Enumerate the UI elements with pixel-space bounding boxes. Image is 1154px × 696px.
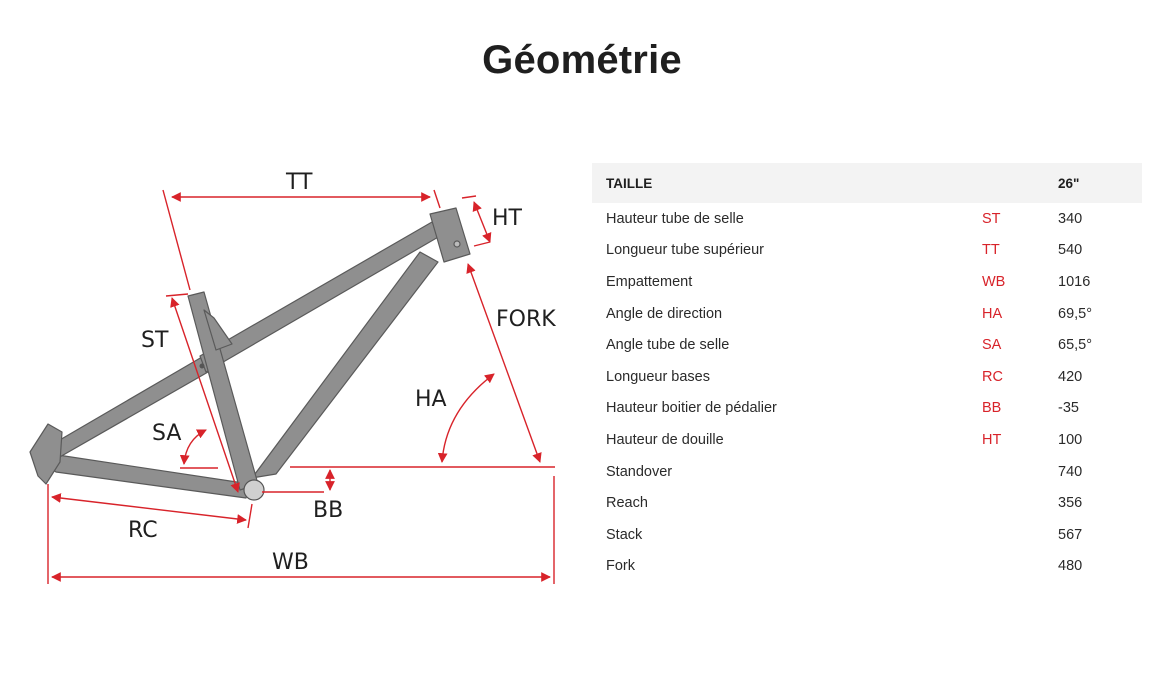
dimension-lines bbox=[47, 189, 555, 584]
table-row: Hauteur tube de selle ST 340 bbox=[592, 203, 1142, 235]
seat-tube bbox=[187, 291, 259, 491]
row-label: Stack bbox=[606, 526, 643, 543]
header-size-label: TAILLE bbox=[606, 175, 653, 191]
row-code: SA bbox=[982, 337, 1002, 354]
row-label: Empattement bbox=[606, 273, 693, 290]
row-value: 356 bbox=[1058, 495, 1083, 512]
tt-extension-right bbox=[433, 189, 441, 209]
row-label: Hauteur tube de selle bbox=[606, 210, 744, 227]
row-label: Longueur bases bbox=[606, 368, 710, 385]
label-fork: FORK bbox=[496, 307, 556, 332]
row-value: 480 bbox=[1058, 558, 1083, 575]
label-rc: RC bbox=[128, 518, 158, 543]
header-code bbox=[982, 163, 1058, 203]
table-row: Fork 480 bbox=[592, 551, 1142, 583]
label-bb: BB bbox=[313, 498, 343, 523]
row-code: HT bbox=[982, 431, 1002, 448]
fork-dimension bbox=[466, 263, 542, 463]
row-value: -35 bbox=[1058, 400, 1079, 417]
table-header-row: TAILLE 26" bbox=[592, 163, 1142, 203]
table-row: Longueur bases RC 420 bbox=[592, 361, 1142, 393]
row-label: Fork bbox=[606, 558, 635, 575]
row-label: Angle tube de selle bbox=[606, 337, 730, 354]
geometry-table: TAILLE 26" Hauteur tube de selle ST 340 … bbox=[592, 163, 1142, 582]
label-sa: SA bbox=[152, 421, 181, 446]
row-value: 340 bbox=[1058, 210, 1083, 227]
row-value: 740 bbox=[1058, 463, 1083, 480]
table-row: Hauteur boitier de pédalier BB -35 bbox=[592, 393, 1142, 425]
ht-extension-bottom bbox=[473, 241, 491, 247]
table-row: Hauteur de douille HT 100 bbox=[592, 424, 1142, 456]
tt-extension-left bbox=[162, 189, 191, 291]
row-value: 100 bbox=[1058, 431, 1083, 448]
row-value: 540 bbox=[1058, 242, 1083, 259]
label-st: ST bbox=[141, 328, 169, 353]
ht-dimension bbox=[472, 201, 492, 243]
frame-geometry-diagram: TT HT ST FORK HA SA BB RC WB bbox=[29, 170, 556, 584]
table-row: Angle tube de selle SA 65,5° bbox=[592, 329, 1142, 361]
row-label: Angle de direction bbox=[606, 305, 723, 322]
row-code: BB bbox=[982, 400, 1002, 417]
table-row: Standover 740 bbox=[592, 456, 1142, 488]
row-code: HA bbox=[982, 305, 1003, 322]
st-extension-top bbox=[165, 293, 189, 297]
label-tt: TT bbox=[285, 170, 313, 195]
row-code bbox=[982, 456, 1058, 488]
label-ht: HT bbox=[492, 206, 523, 231]
ht-extension-top bbox=[461, 195, 477, 199]
row-label: Reach bbox=[606, 495, 648, 512]
table-row: Longueur tube supérieur TT 540 bbox=[592, 235, 1142, 267]
st-dimension bbox=[170, 297, 240, 493]
row-value: 69,5° bbox=[1058, 305, 1093, 322]
rc-extension-bb bbox=[247, 503, 253, 529]
row-value: 420 bbox=[1058, 368, 1083, 385]
row-code bbox=[982, 551, 1058, 583]
ha-arc bbox=[437, 373, 495, 463]
down-tube bbox=[251, 251, 439, 479]
rear-dropout bbox=[29, 423, 63, 485]
row-code bbox=[982, 519, 1058, 551]
row-label: Hauteur boitier de pédalier bbox=[606, 400, 777, 417]
row-value: 65,5° bbox=[1058, 337, 1093, 354]
row-code: WB bbox=[982, 273, 1006, 290]
table-row: Empattement WB 1016 bbox=[592, 266, 1142, 298]
row-code: RC bbox=[982, 368, 1003, 385]
label-ha: HA bbox=[415, 387, 447, 412]
sa-arc bbox=[179, 429, 207, 465]
label-wb: WB bbox=[272, 550, 309, 575]
head-tube bbox=[429, 207, 471, 263]
row-label: Hauteur de douille bbox=[606, 431, 724, 448]
page-title: Géométrie bbox=[482, 38, 682, 82]
table-row: Reach 356 bbox=[592, 487, 1142, 519]
bike-frame bbox=[29, 207, 471, 501]
row-code bbox=[982, 487, 1058, 519]
header-size-value: 26" bbox=[1058, 175, 1080, 191]
rc-dimension bbox=[51, 493, 247, 524]
row-label: Standover bbox=[606, 463, 673, 480]
row-code: TT bbox=[982, 242, 1000, 259]
table-row: Stack 567 bbox=[592, 519, 1142, 551]
row-value: 567 bbox=[1058, 526, 1083, 543]
table-row: Angle de direction HA 69,5° bbox=[592, 298, 1142, 330]
row-label: Longueur tube supérieur bbox=[606, 242, 765, 259]
row-code: ST bbox=[982, 210, 1001, 227]
row-value: 1016 bbox=[1058, 273, 1091, 290]
bottom-bracket bbox=[243, 479, 265, 501]
chainstay bbox=[41, 454, 251, 499]
